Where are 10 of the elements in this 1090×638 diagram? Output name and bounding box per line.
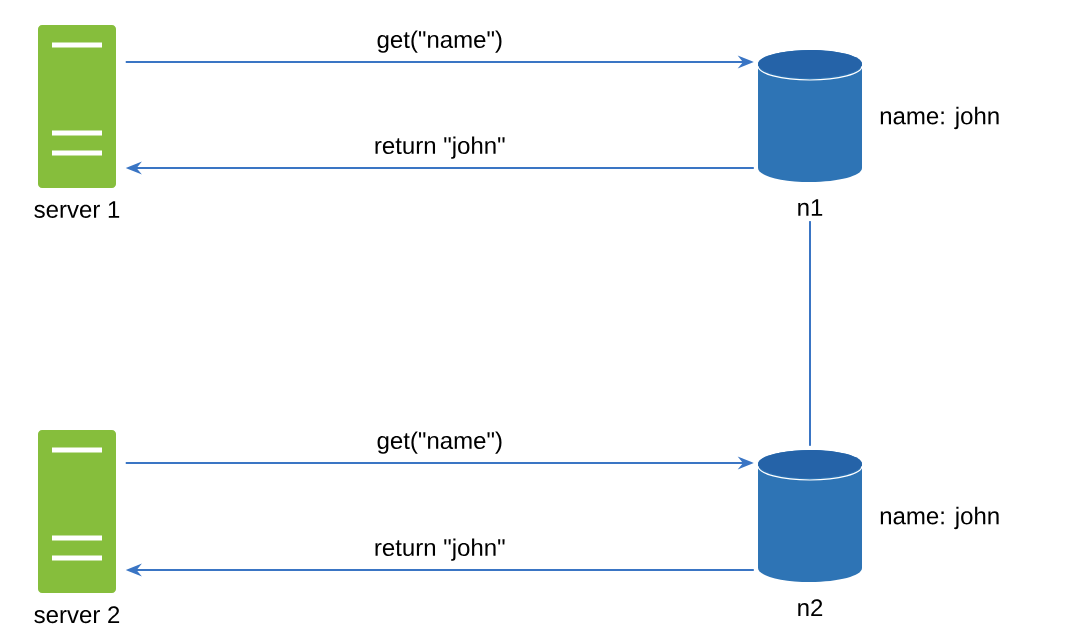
node-label: n2: [798, 599, 823, 616]
node-annotation: name: john: [880, 506, 999, 530]
edge-label: get("name"): [375, 430, 504, 455]
node-label: n1: [798, 199, 823, 216]
node-annotation: name: john: [880, 106, 999, 130]
edge-label: return "john": [372, 537, 507, 562]
node-label: server 1: [34, 201, 120, 218]
edge-label: get("name"): [375, 29, 504, 54]
edge-label: return "john": [372, 135, 507, 160]
node-label: server 2: [34, 606, 120, 624]
